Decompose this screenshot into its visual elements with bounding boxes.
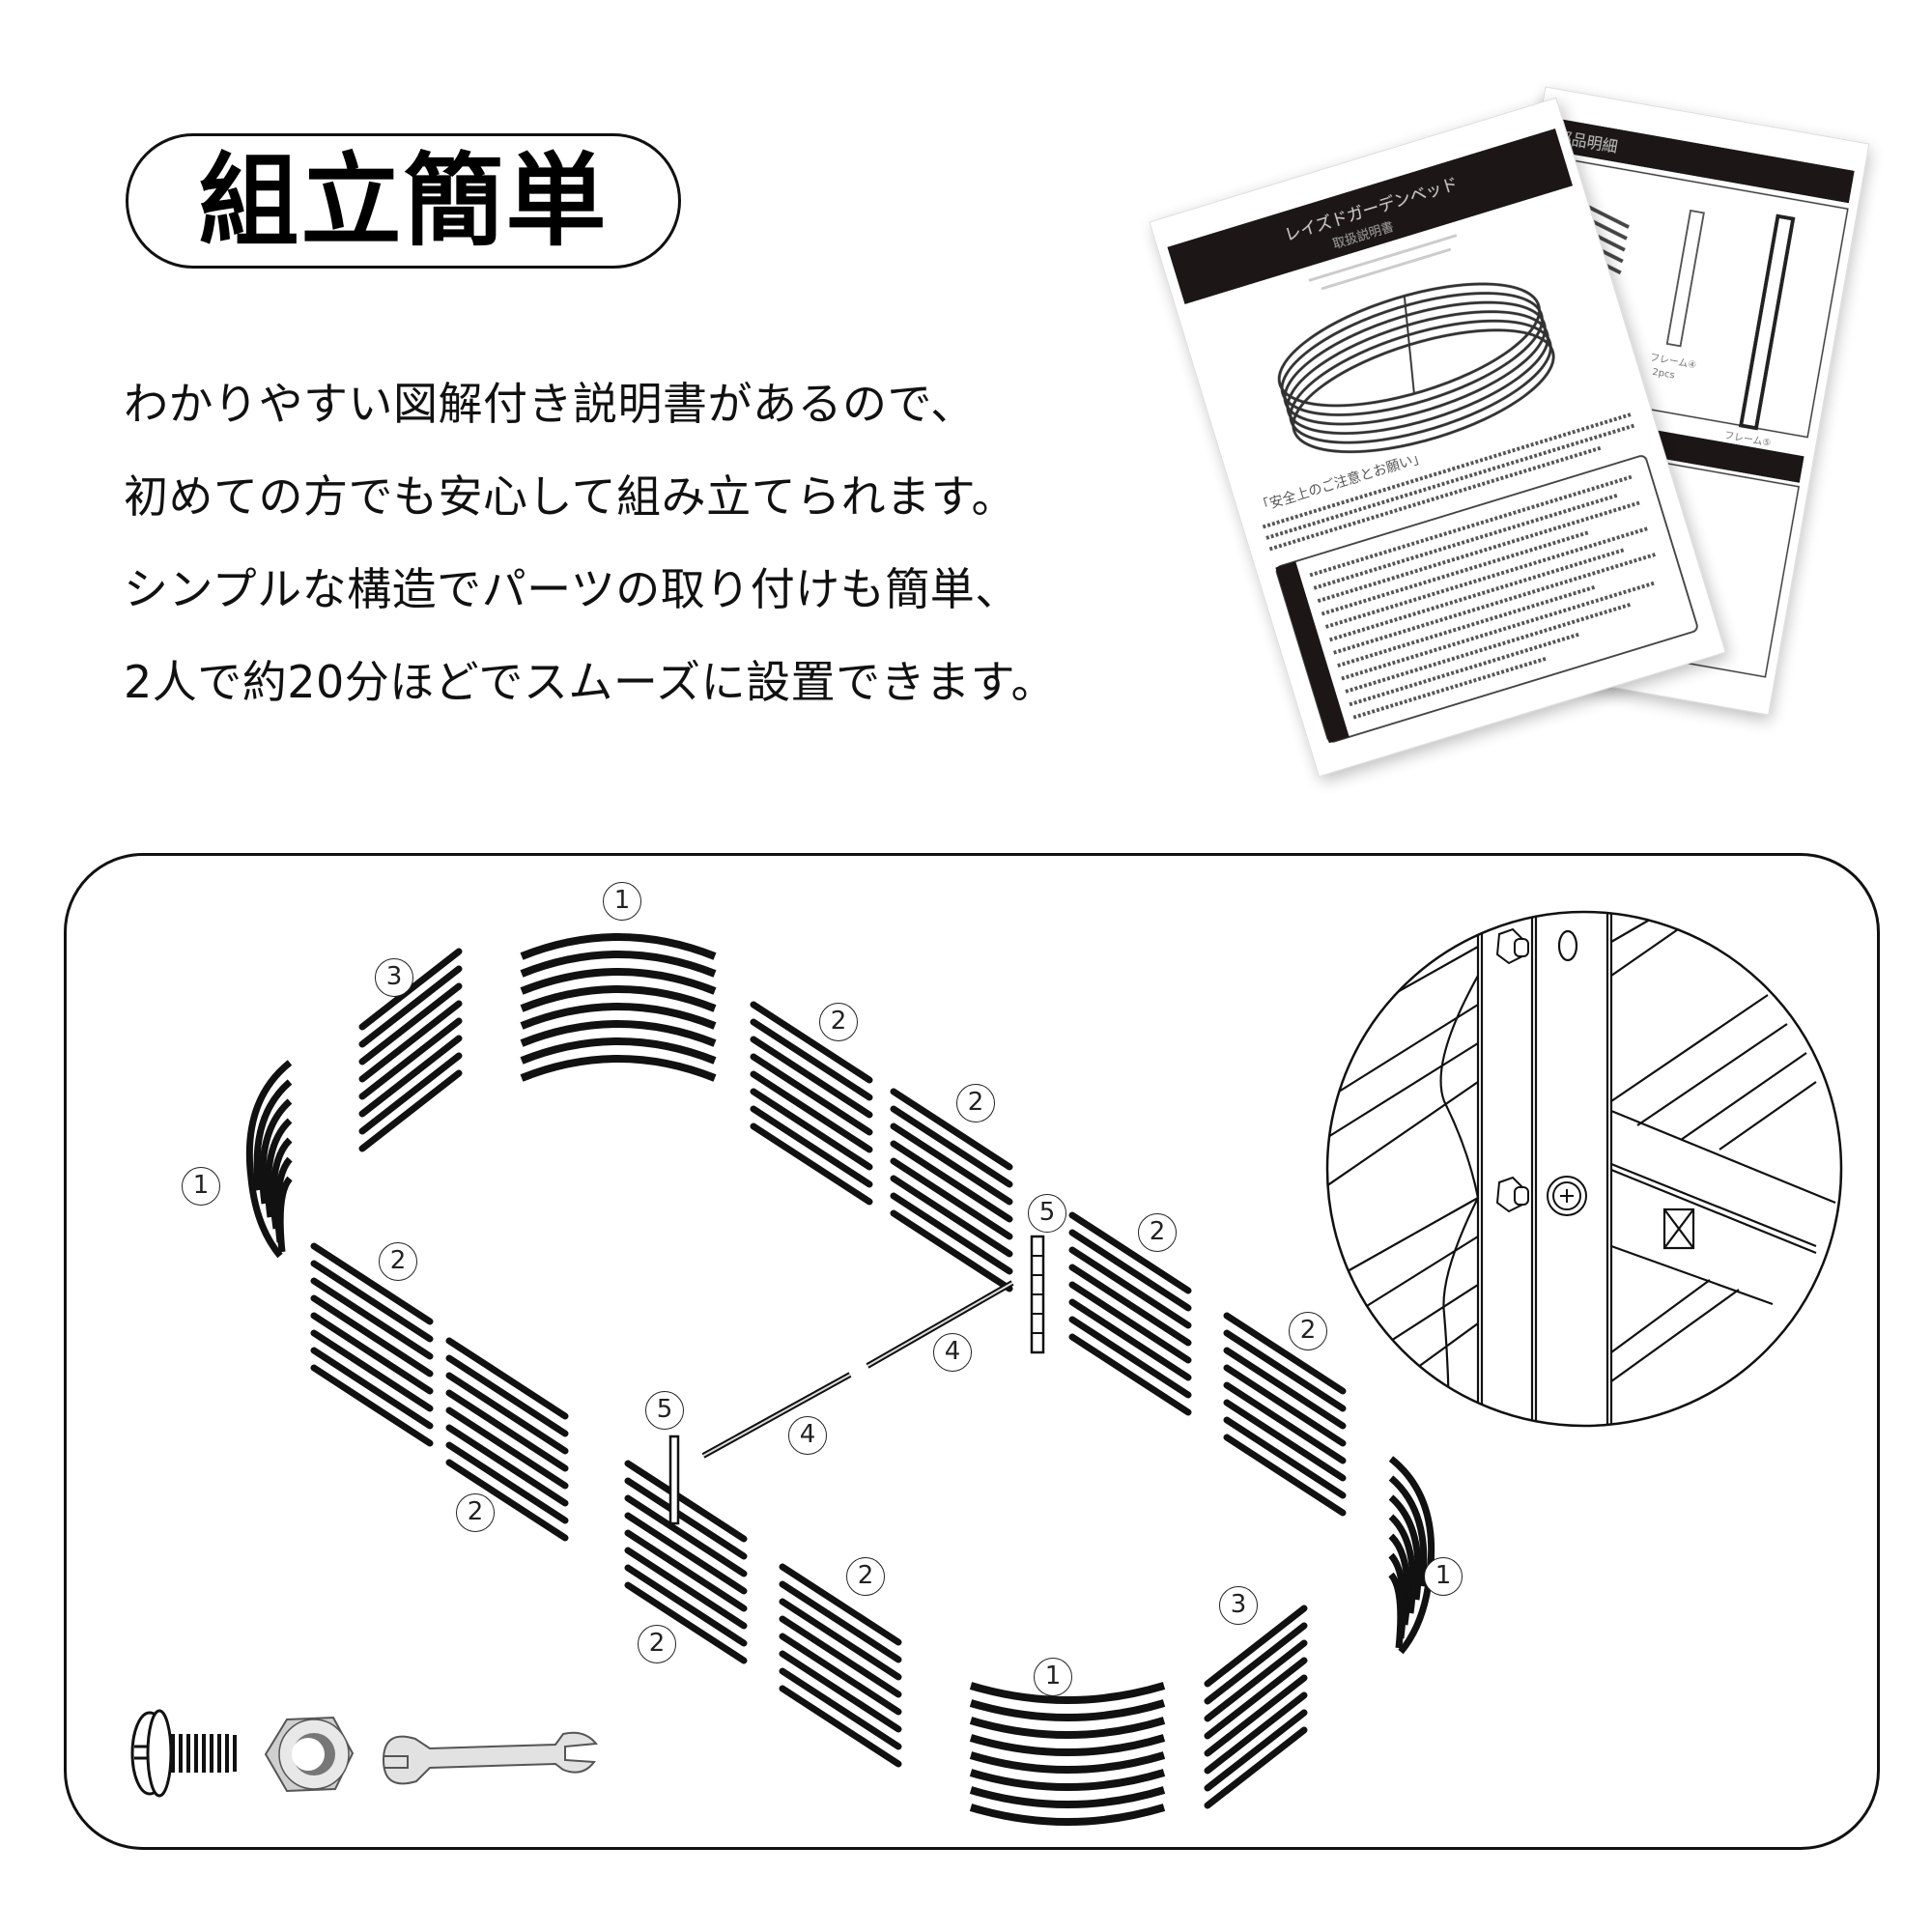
panel-top-curve xyxy=(522,937,715,1078)
panel-right-curve xyxy=(1391,1459,1432,1652)
part-label-4: 4 xyxy=(933,1333,972,1372)
panel-left-front-1 xyxy=(314,1246,430,1443)
part-label-3: 3 xyxy=(1219,1586,1258,1625)
post-center xyxy=(1030,1235,1045,1354)
instruction-manual-image: 部品明細 パネル③ 2pcs フレーム④ 2pcs フレーム⑤ 2pcs xyxy=(1140,68,1913,840)
part-label-1: 1 xyxy=(1034,1658,1072,1696)
panel-front-left-2 xyxy=(782,1567,898,1764)
part-label-2: 2 xyxy=(638,1625,676,1663)
wrench-icon xyxy=(382,1731,598,1785)
panel-right-front-2 xyxy=(1227,1316,1343,1513)
description-line: 2人で約20分ほどでスムーズに設置できます。 xyxy=(124,656,1056,708)
part-label-2: 2 xyxy=(1138,1213,1177,1252)
part-label-1: 1 xyxy=(1424,1557,1463,1596)
panel-left-curve xyxy=(249,1063,290,1256)
detail-closeup xyxy=(1325,910,1843,1428)
part-label-2: 2 xyxy=(379,1242,417,1281)
part-label-1: 1 xyxy=(603,882,641,921)
manual-front-page: レイズドガーデンベッド 取扱説明書 「安全上のご注意とお願い」 xyxy=(1149,97,1726,778)
description-line: シンプルな構造でパーツの取り付けも簡単、 xyxy=(124,563,1020,615)
post-front xyxy=(668,1435,680,1525)
panel-back-right-2 xyxy=(894,1092,1009,1289)
part-label-2: 2 xyxy=(846,1557,885,1596)
part-label-2: 2 xyxy=(456,1493,495,1532)
description-line: 初めての方でも安心して組み立てられます。 xyxy=(124,470,1017,523)
description-block: わかりやすい図解付き説明書があるので、 初めての方でも安心して組み立てられます。… xyxy=(124,357,1186,728)
page-title: 組立簡単 xyxy=(198,142,609,260)
screw-icon xyxy=(130,1709,237,1798)
rod-upper xyxy=(866,1280,1014,1369)
hex-nut-icon xyxy=(264,1716,355,1793)
rod-lower xyxy=(701,1372,852,1459)
panel-bottom-curve xyxy=(971,1686,1164,1822)
part-label-4: 4 xyxy=(788,1416,827,1455)
part-label-5: 5 xyxy=(1028,1194,1066,1233)
svg-text:2pcs: 2pcs xyxy=(1651,367,1675,382)
title-badge: 組立簡単 xyxy=(126,133,681,269)
part-label-3: 3 xyxy=(375,958,413,997)
part-label-2: 2 xyxy=(956,1084,995,1122)
description-line: わかりやすい図解付き説明書があるので、 xyxy=(124,378,976,430)
part-label-2: 2 xyxy=(819,1003,858,1041)
part-label-2: 2 xyxy=(1289,1312,1327,1350)
part-label-5: 5 xyxy=(645,1391,684,1430)
panel-bottom-right-straight xyxy=(1208,1608,1304,1805)
manual-pages-illustration: 部品明細 パネル③ 2pcs フレーム④ 2pcs フレーム⑤ 2pcs xyxy=(1149,86,1870,778)
hardware-row xyxy=(130,1709,598,1798)
part-label-1: 1 xyxy=(182,1167,220,1206)
